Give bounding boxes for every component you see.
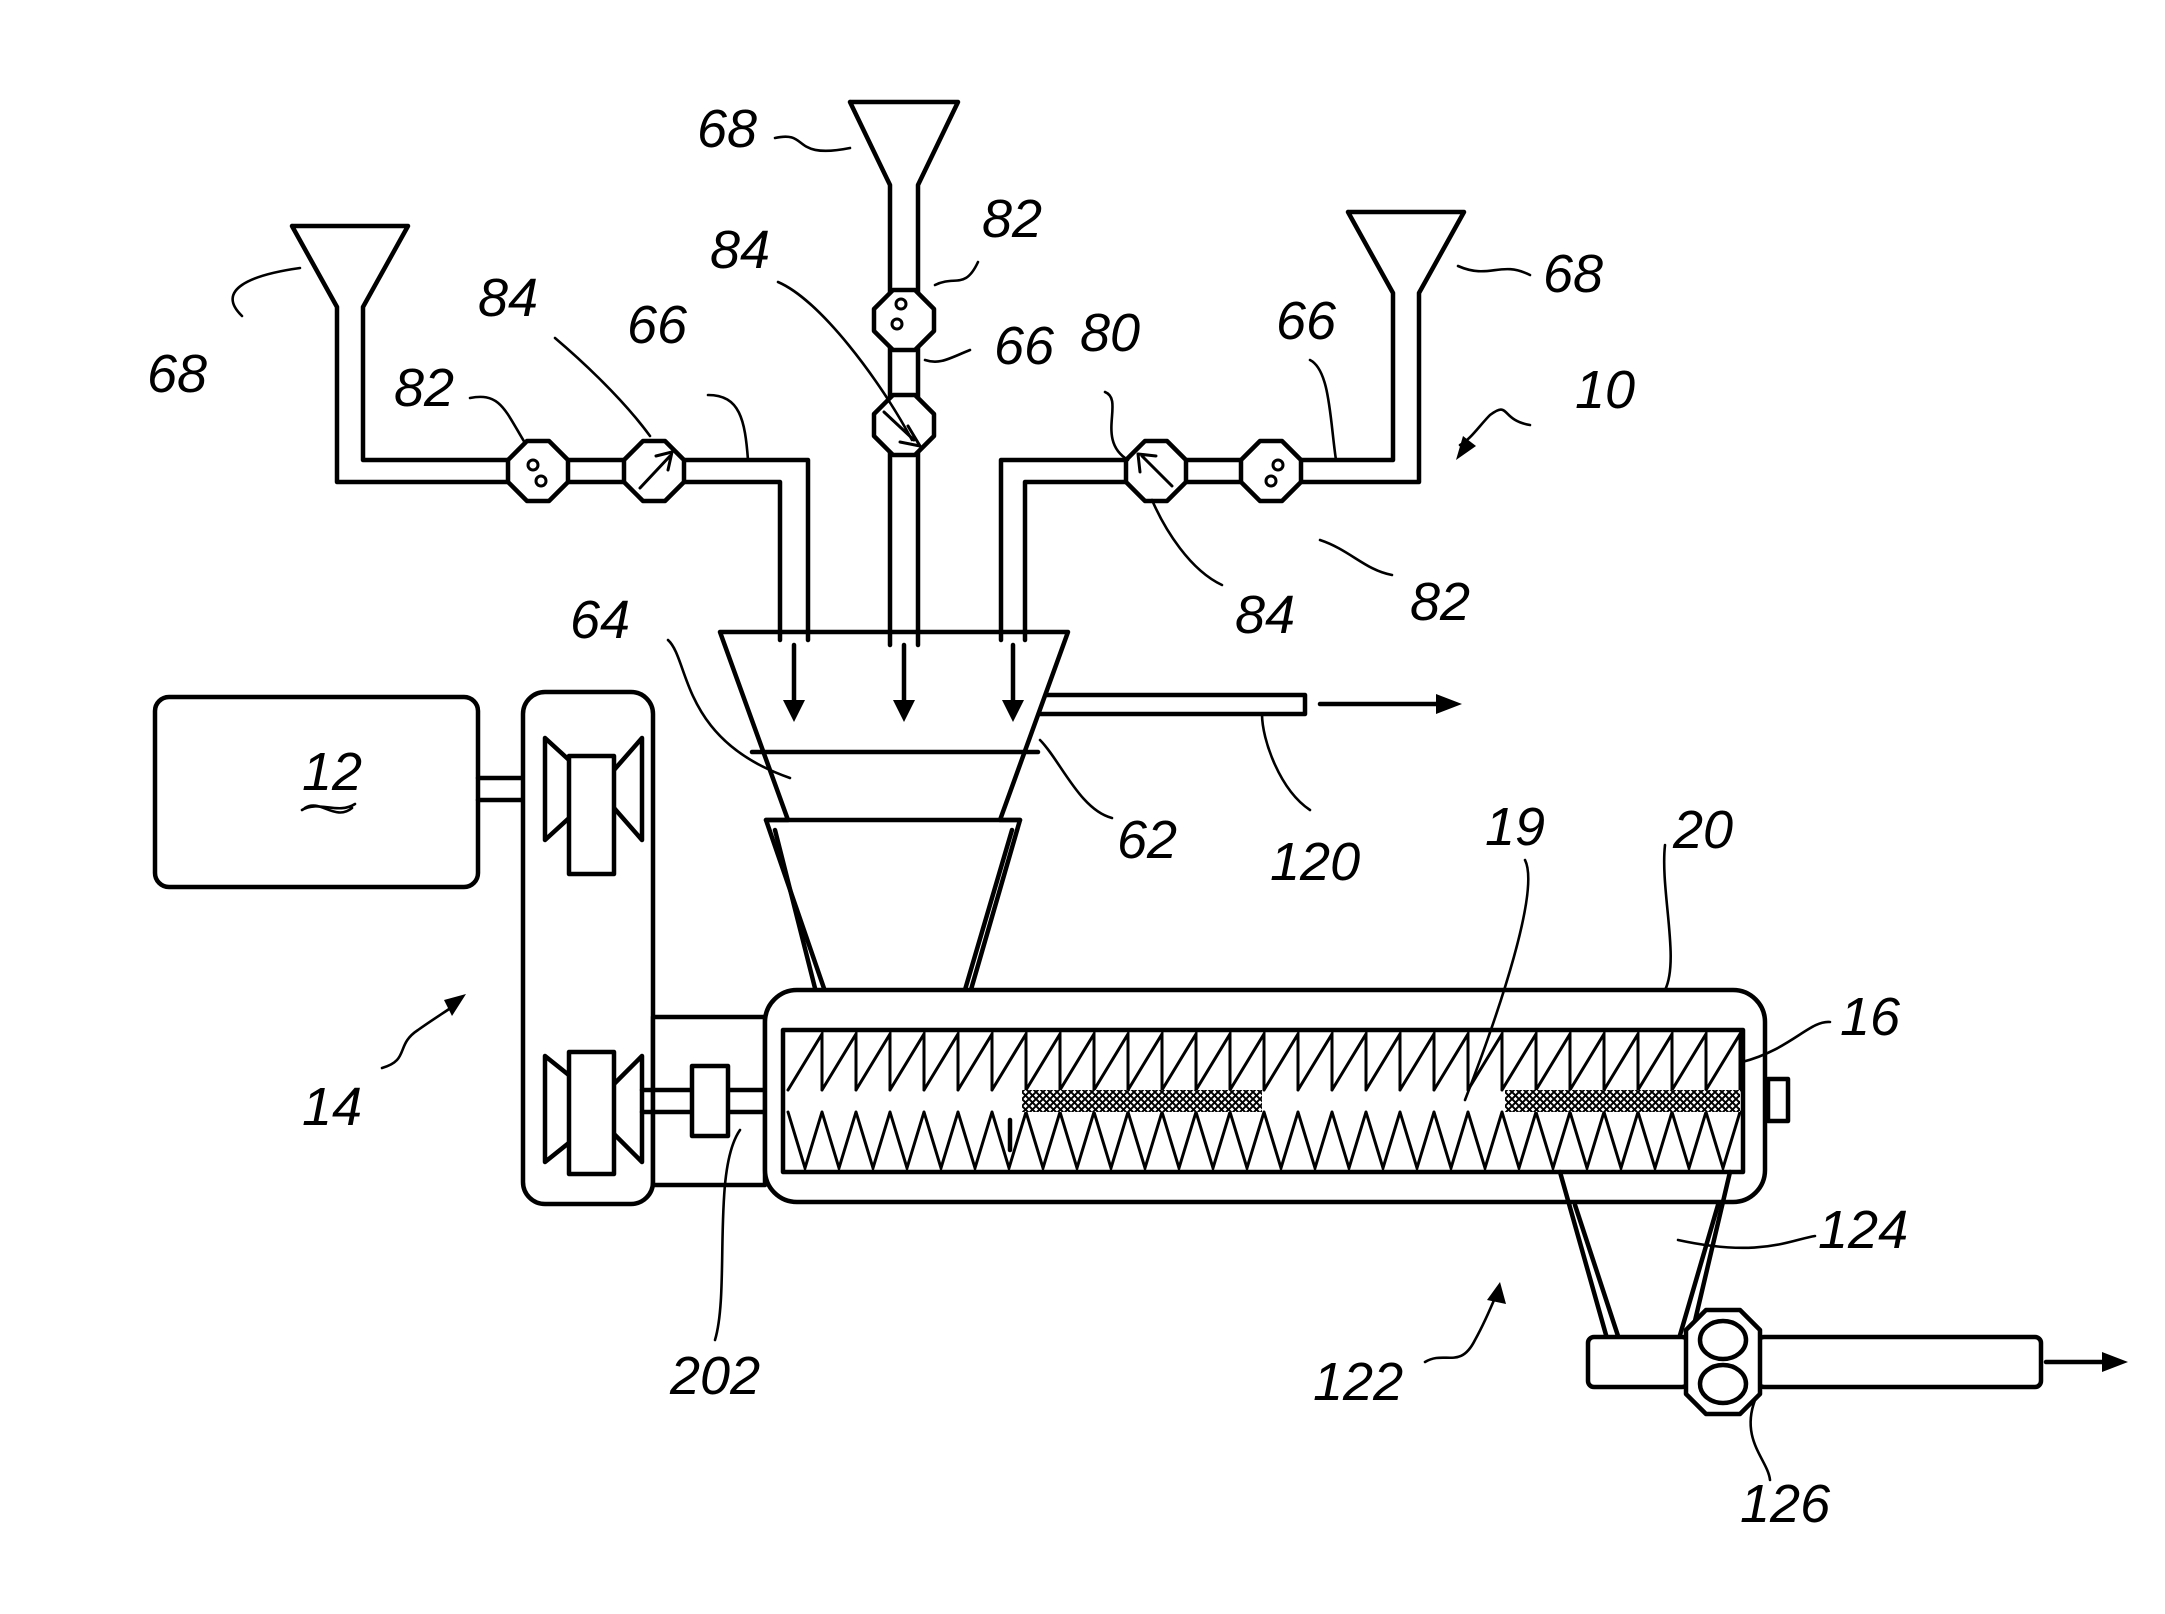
left-check-valve-84 [624,441,684,501]
vent-outlet-120 [1040,694,1462,714]
label-82-top: 82 [982,189,1042,249]
label-122: 122 [1313,1352,1403,1412]
label-82-left: 82 [394,358,454,418]
label-202: 202 [669,1346,760,1406]
left-metering-valve-82 [508,441,568,501]
right-metering-valve-82 [1241,441,1301,501]
label-20: 20 [1672,800,1733,860]
mixing-zone-left [1022,1090,1262,1112]
right-check-valve-84 [1126,441,1186,501]
right-feed-funnel [1001,212,1464,640]
label-64: 64 [570,590,630,650]
label-68-left: 68 [147,344,207,404]
label-10: 10 [1575,360,1635,420]
label-84-top: 84 [710,220,770,280]
label-84-right: 84 [1235,585,1295,645]
belt-drive-housing-14 [523,692,653,1204]
top-metering-valve-82 [874,290,934,350]
label-124: 124 [1818,1200,1908,1260]
label-84-left: 84 [478,268,538,328]
top-feed-funnel [850,102,958,645]
label-120: 120 [1270,832,1360,892]
mixing-zone-right [1505,1090,1740,1112]
label-68-top: 68 [697,99,757,159]
outlet-pipe-right [1758,1337,2128,1387]
label-12: 12 [302,742,362,802]
pump-valve-126 [1686,1310,1760,1414]
outlet-pipe-left [1588,1337,1688,1387]
label-62: 62 [1117,810,1177,870]
feed-hopper [720,632,1068,1000]
label-68-right: 68 [1543,244,1603,304]
label-66-right: 66 [1276,291,1337,351]
label-14: 14 [302,1077,362,1137]
label-126: 126 [1740,1474,1831,1534]
label-80: 80 [1080,303,1140,363]
label-16: 16 [1840,987,1901,1047]
label-19: 19 [1485,797,1545,857]
label-82-right: 82 [1410,572,1470,632]
label-66-left: 66 [627,295,688,355]
left-feed-funnel [292,226,808,640]
label-66-top: 66 [994,316,1055,376]
